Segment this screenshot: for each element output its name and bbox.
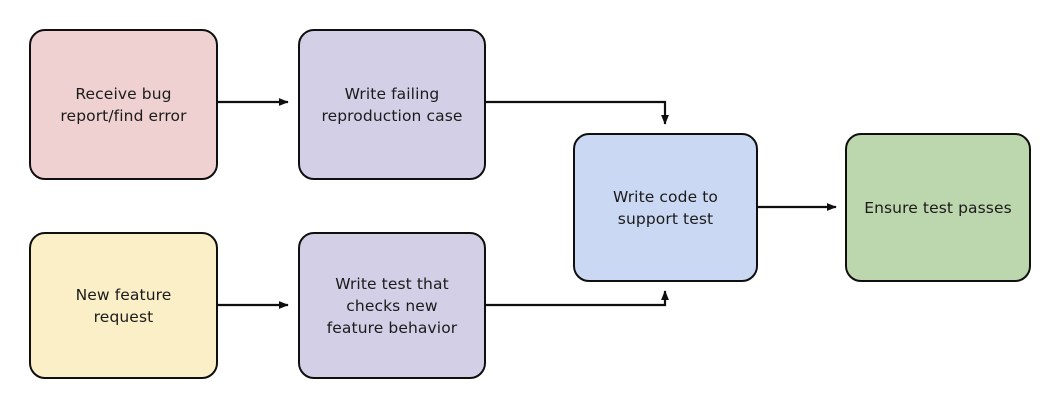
node-label: Ensure test passes — [864, 198, 1012, 217]
node-label: Write failing reproduction case — [321, 84, 463, 125]
node-label: New feature request — [75, 285, 172, 326]
node-ensure-test-passes[interactable]: Ensure test passes — [845, 133, 1031, 282]
node-label: Write test that checks new feature behav… — [326, 274, 458, 337]
node-write-test-checks-new-feature-behavior[interactable]: Write test that checks new feature behav… — [298, 232, 486, 379]
node-write-failing-reproduction-case[interactable]: Write failing reproduction case — [298, 29, 486, 180]
node-write-code-to-support-test[interactable]: Write code to support test — [573, 133, 758, 282]
node-label: Receive bug report/find error — [60, 84, 187, 125]
edge-write-test-to-write-code — [486, 290, 669, 307]
node-label: Write code to support test — [612, 187, 719, 228]
node-receive-bug-report[interactable]: Receive bug report/find error — [29, 29, 218, 180]
node-new-feature-request[interactable]: New feature request — [29, 232, 218, 379]
edge-write-failing-to-write-code — [486, 100, 669, 125]
